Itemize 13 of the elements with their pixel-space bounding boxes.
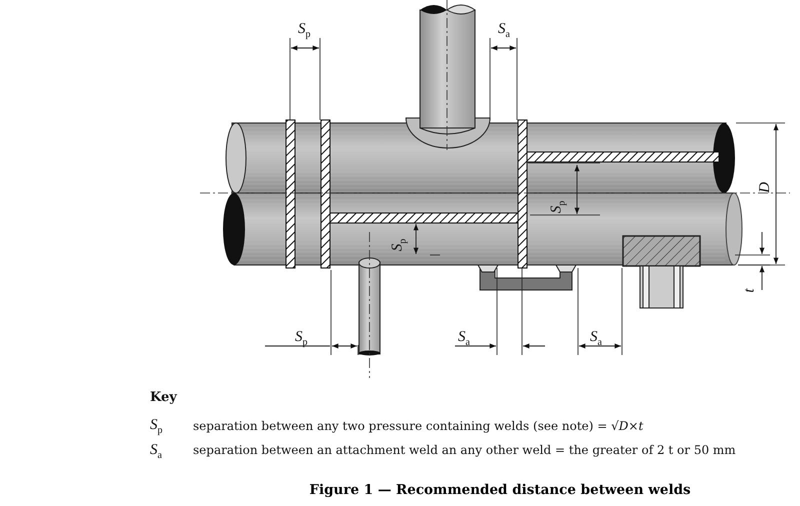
key-symbol: S$_{a}$ [150, 443, 162, 461]
dimension-label: S$_{p}$ [298, 22, 310, 40]
figure-caption: Figure 1 — Recommended distance between welds [308, 482, 692, 498]
key-description: separation between any two pressure containing welds (see note) = √D×t [193, 420, 644, 432]
dimension-label: D [758, 182, 773, 193]
key-heading: Key [150, 391, 177, 404]
key-symbol: S$_{p}$ [150, 418, 162, 436]
dimension-label: S$_{a}$ [498, 22, 510, 40]
dimension-label: S$_{p}$ [295, 330, 308, 348]
dimension-label: t [742, 288, 758, 293]
key-description: separation between an attachment weld an any other weld = the greater of 2 t or 50 mm [193, 444, 736, 456]
dimension-label: S$_{a}$ [590, 330, 602, 348]
dimension-label: S$_{a}$ [458, 330, 470, 348]
